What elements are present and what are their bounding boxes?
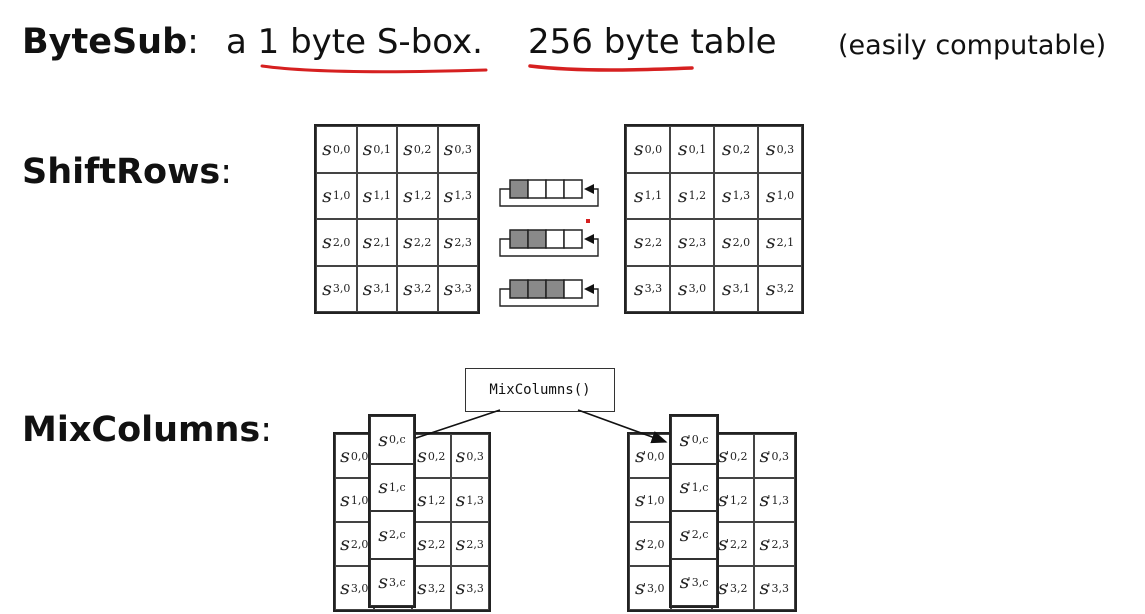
shiftrows-label: ShiftRows — [22, 152, 221, 192]
bytesub-description: a 1 byte S-box. — [226, 22, 483, 62]
underline-sbox — [260, 64, 488, 74]
state-cell: s'0,3 — [753, 434, 795, 478]
bytesub-label: ByteSub — [22, 22, 188, 62]
bytesub-heading: ByteSub: — [22, 22, 199, 62]
shift-arrow-icon — [499, 229, 599, 257]
arrow-in — [415, 409, 501, 439]
underline-table — [528, 64, 694, 72]
column-cell: s'0,c — [671, 416, 717, 464]
shift-arrows — [499, 179, 599, 307]
state-cell: s'3,0 — [629, 566, 671, 610]
column-cell: s'2,c — [671, 511, 717, 559]
mixcolumns-label: MixColumns — [22, 410, 261, 450]
column-cell: s'3,c — [671, 558, 717, 606]
state-cell: s'0,0 — [629, 434, 671, 478]
state-cell: s'1,0 — [629, 478, 671, 522]
bytesub-colon: : — [187, 22, 199, 62]
arrow-out — [577, 409, 668, 444]
shiftrows-heading: ShiftRows: — [22, 152, 232, 192]
state-cell: s'1,3 — [753, 478, 795, 522]
bytesub-table-size: 256 byte table — [528, 22, 777, 62]
shift-arrow-icon — [499, 279, 599, 307]
state-cell: s'3,3 — [753, 566, 795, 610]
state-cell: s'2,3 — [753, 522, 795, 566]
mixcolumns-function-box: MixColumns() — [465, 368, 615, 412]
column-cell: s'1,c — [671, 463, 717, 511]
shiftrows-colon: : — [220, 152, 233, 192]
state-cell: s'1,2 — [712, 478, 754, 522]
stray-mark — [586, 219, 590, 223]
underline-annotations — [260, 64, 694, 74]
bytesub-note: (easily computable) — [838, 30, 1107, 61]
mixcolumns-colon: : — [260, 410, 273, 450]
shift-arrow-icon — [499, 179, 599, 207]
mixcolumns-heading: MixColumns: — [22, 410, 272, 450]
